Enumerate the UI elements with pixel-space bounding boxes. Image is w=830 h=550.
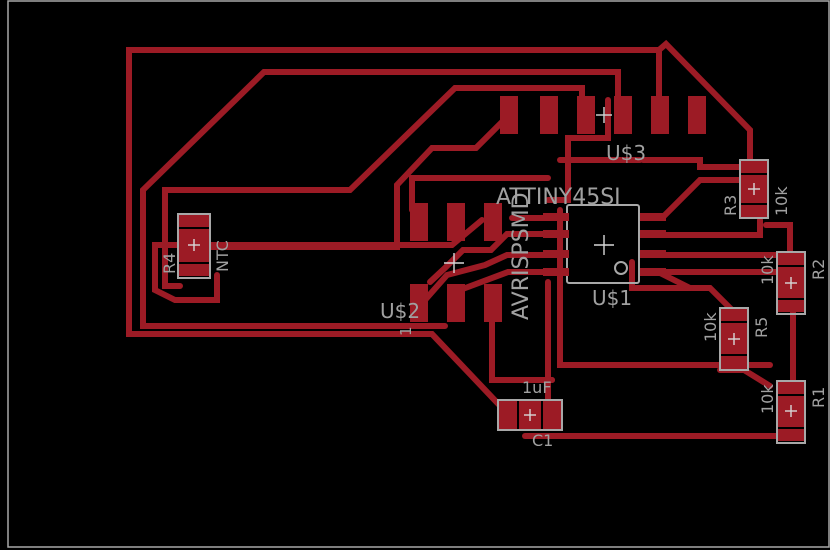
resistor-r2: [776, 251, 806, 315]
label-attiny: ATTINY45SI: [496, 185, 621, 210]
capacitor-c1: [497, 399, 563, 431]
pad-u2-4: [410, 284, 428, 322]
ic-pad-l1: [543, 213, 569, 221]
ic-pad-l4: [543, 268, 569, 276]
label-r1: R1: [809, 387, 828, 408]
pad-u3-6: [688, 96, 706, 134]
label-u1: U$1: [592, 286, 632, 310]
pad-u3-3: [577, 96, 595, 134]
ic-body-outline: [566, 204, 640, 284]
pad-u3-5: [651, 96, 669, 134]
pad-u3-4: [614, 96, 632, 134]
pad-u2-5: [447, 284, 465, 322]
pad-u3-2: [540, 96, 558, 134]
pad-u3-1: [500, 96, 518, 134]
pad-u2-6: [484, 284, 502, 322]
silkscreen-labels: U$3 ATTINY45SI AVRISPSMD U$2 1 U$1 R3 10…: [160, 141, 828, 450]
attiny45-package: [543, 204, 666, 284]
label-r5: R5: [752, 317, 771, 338]
pad-u2-3: [484, 203, 502, 241]
ic-pad-r2: [640, 230, 666, 238]
label-c1-value: 1uF: [522, 378, 552, 397]
ic-pin1-marker: [614, 261, 628, 275]
copper-traces: [126, 39, 796, 439]
label-r2-value: 10k: [758, 255, 777, 285]
ic-pad-r3: [640, 250, 666, 258]
label-r3: R3: [721, 195, 740, 216]
resistor-r3: [739, 159, 769, 219]
label-r3-value: 10k: [772, 186, 791, 216]
resistor-r5: [719, 307, 749, 371]
label-r4: R4: [160, 253, 179, 274]
label-r2: R2: [809, 259, 828, 280]
ic-pad-l3: [543, 250, 569, 258]
label-u2: U$2: [380, 299, 420, 323]
board-outline: [7, 0, 830, 548]
label-r4-value: NTC: [213, 240, 232, 272]
pad-u2-2: [447, 203, 465, 241]
label-u3: U$3: [606, 141, 646, 165]
avrisp-header-pads: [410, 96, 706, 322]
thermistor-r4: [177, 213, 211, 279]
label-r5-value: 10k: [701, 312, 720, 342]
ic-pad-r1: [640, 213, 666, 221]
ic-origin-cross: [594, 235, 614, 255]
label-c1: C1: [532, 431, 553, 450]
label-u2-pin1: 1: [397, 326, 415, 336]
pad-u2-1: [410, 203, 428, 241]
label-r1-value: 10k: [758, 384, 777, 414]
label-avrisp: AVRISPSMD: [509, 192, 534, 320]
ic-pad-r4: [640, 268, 666, 276]
ic-pad-l2: [543, 230, 569, 238]
origin-crosses: [444, 107, 612, 273]
resistor-r1: [776, 380, 806, 444]
